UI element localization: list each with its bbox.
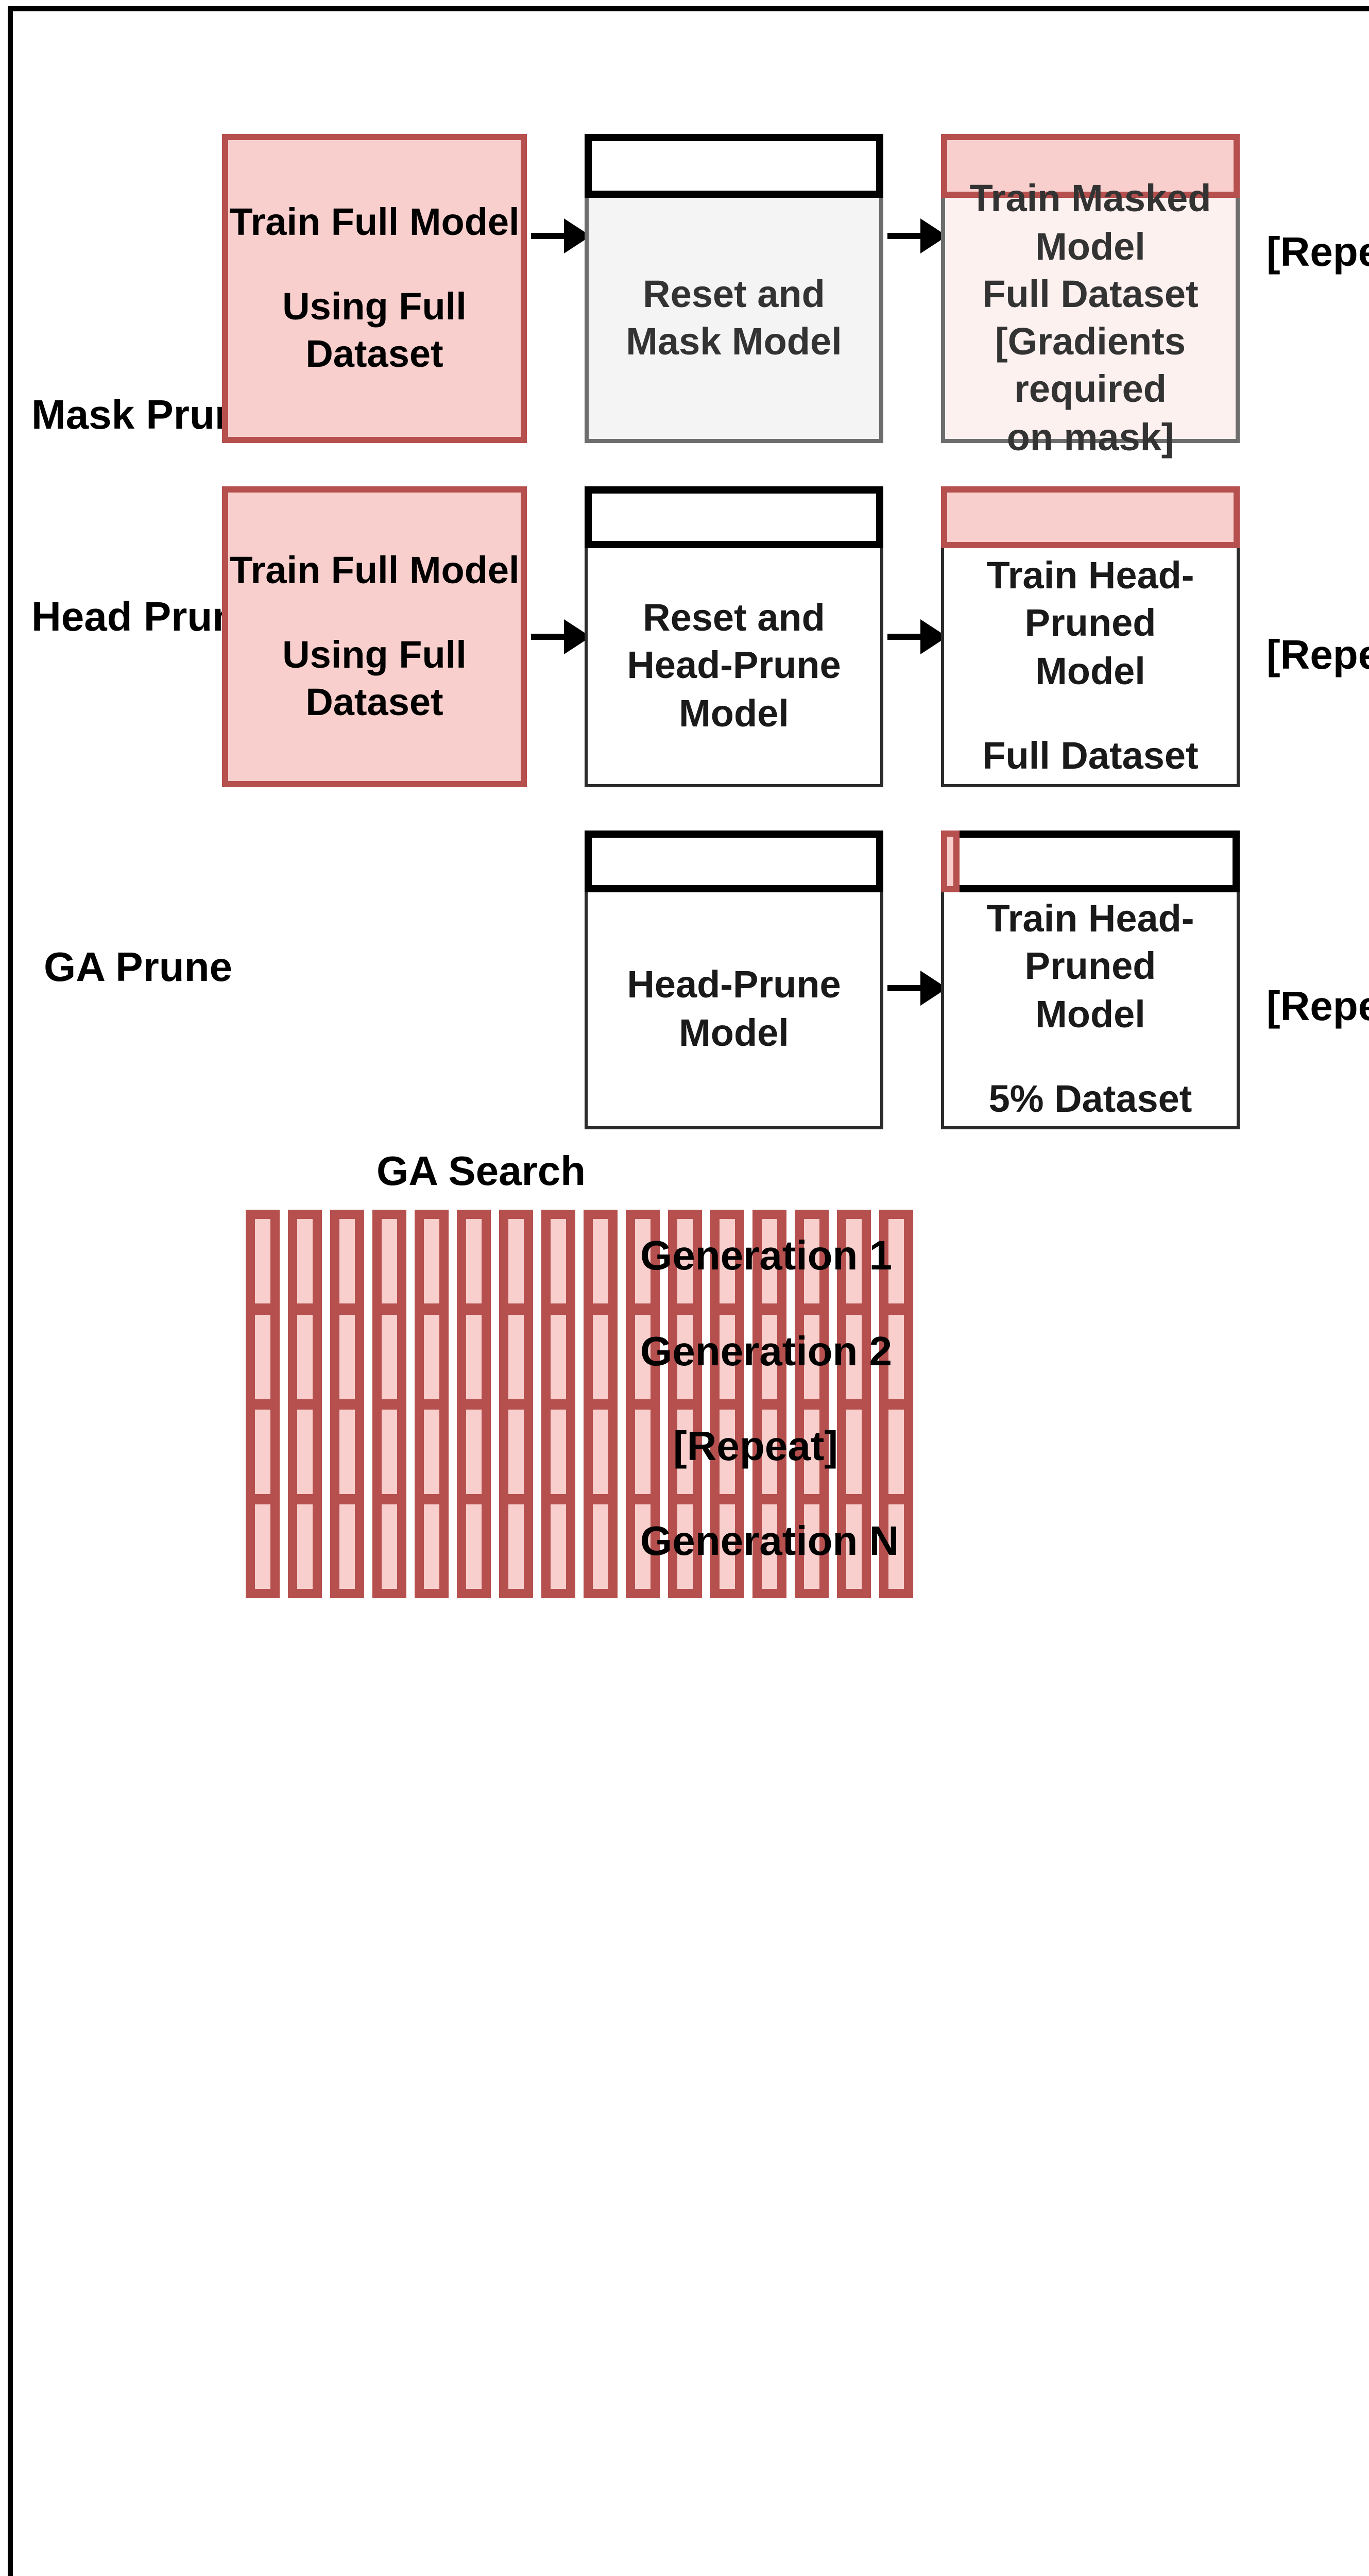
step-train-masked-model[interactable]: Train Masked Model Full Dataset [Gradien… xyxy=(941,134,1240,458)
arrow-step1-to-step2 xyxy=(531,634,589,640)
arrow-step1-to-step2 xyxy=(531,233,589,239)
step-header-bar xyxy=(941,486,1240,548)
ga-candidate-bar xyxy=(584,1306,618,1409)
step-line: Head-Prune Model xyxy=(627,963,841,1054)
ga-candidate-bar xyxy=(752,1400,786,1503)
ga-candidate-bar xyxy=(795,1306,829,1409)
ga-candidate-bar xyxy=(330,1210,364,1313)
ga-candidate-bar xyxy=(541,1306,575,1409)
dataset-fraction-sliver xyxy=(941,831,960,892)
ga-candidate-bar xyxy=(330,1306,364,1409)
ga-candidate-bar xyxy=(541,1400,575,1503)
ga-candidate-bar xyxy=(837,1210,871,1313)
ga-candidate-bar xyxy=(415,1495,449,1598)
ga-candidate-bar xyxy=(752,1306,786,1409)
step-line: Train Head-Pruned xyxy=(986,897,1194,988)
generation-label: Generation 1 xyxy=(640,1233,893,1279)
step-reset-and-head-prune-model[interactable]: Reset and Head-Prune Model xyxy=(585,486,883,787)
ga-candidate-bar xyxy=(415,1306,449,1409)
ga-candidate-bar xyxy=(626,1210,660,1313)
step-line: Model xyxy=(1035,650,1145,692)
ga-candidate-bar xyxy=(710,1306,744,1409)
step-line: Using Full Dataset xyxy=(282,633,467,724)
repeat-label-head-prune: [Repeat] xyxy=(1267,633,1369,678)
step-line: Using Full Dataset xyxy=(282,285,467,376)
step-line: Train Full Model xyxy=(229,200,520,243)
step-header-bar xyxy=(585,486,883,548)
ga-candidate-bar xyxy=(415,1400,449,1503)
step-line: Train Full Model xyxy=(229,549,520,591)
ga-candidate-bar xyxy=(288,1306,322,1409)
ga-candidate-bar xyxy=(457,1210,491,1313)
step-header-bar xyxy=(941,134,1240,198)
row-label-ga-prune: GA Prune xyxy=(44,945,232,990)
ga-candidate-bar xyxy=(415,1210,449,1313)
ga-candidate-bar xyxy=(879,1400,913,1503)
ga-candidate-bar xyxy=(499,1400,533,1503)
step-train-head-pruned-model-5pct[interactable]: Train Head-Pruned Model 5% Dataset xyxy=(941,831,1240,1129)
ga-candidate-bar xyxy=(626,1306,660,1409)
step-header-bar xyxy=(941,831,1240,892)
ga-candidate-bar xyxy=(372,1306,406,1409)
ga-candidate-bar xyxy=(457,1400,491,1503)
step-line: Reset and xyxy=(643,273,825,315)
step-line: Head-Prune Model xyxy=(627,644,841,735)
arrow-step1-to-step2 xyxy=(887,985,945,991)
ga-candidate-bar xyxy=(668,1400,702,1503)
ga-candidate-bar xyxy=(499,1306,533,1409)
ga-candidate-bar xyxy=(246,1210,280,1313)
arrow-step2-to-step3 xyxy=(887,634,945,640)
step-line: Full Dataset xyxy=(982,734,1199,777)
ga-candidate-bar xyxy=(626,1400,660,1503)
step-line: Model xyxy=(1035,993,1145,1035)
ga-candidate-bar xyxy=(457,1306,491,1409)
generation-label: Generation N xyxy=(640,1519,899,1564)
ga-candidate-bar xyxy=(330,1400,364,1503)
step-reset-and-mask-model[interactable]: Reset and Mask Model xyxy=(585,134,883,443)
ga-candidate-bar xyxy=(837,1400,871,1503)
step-head-prune-model[interactable]: Head-Prune Model xyxy=(585,831,883,1129)
ga-candidate-bar xyxy=(584,1495,618,1598)
ga-search-title: GA Search xyxy=(377,1149,586,1194)
ga-candidate-bar xyxy=(541,1210,575,1313)
step-line: Mask Model xyxy=(626,320,842,363)
step-line: on mask] xyxy=(1006,416,1174,458)
ga-candidate-bar xyxy=(499,1210,533,1313)
step-header-bar xyxy=(585,134,883,198)
step-header-bar xyxy=(585,831,883,892)
ga-candidate-bar xyxy=(288,1495,322,1598)
step-line: Train Head-Pruned xyxy=(986,554,1194,645)
ga-candidate-bar xyxy=(372,1400,406,1503)
ga-candidate-bar xyxy=(795,1400,829,1503)
step-train-full-model-head[interactable]: Train Full Model Using Full Dataset xyxy=(222,486,527,787)
arrow-step2-to-step3 xyxy=(887,233,945,239)
ga-candidate-bar xyxy=(288,1210,322,1313)
step-line: 5% Dataset xyxy=(988,1077,1192,1120)
step-line: Train Masked Model xyxy=(969,177,1211,268)
ga-candidate-bar xyxy=(499,1495,533,1598)
ga-candidate-bar xyxy=(288,1400,322,1503)
ga-candidate-bar xyxy=(457,1495,491,1598)
ga-candidate-bar xyxy=(330,1495,364,1598)
ga-candidate-bar xyxy=(584,1400,618,1503)
step-train-head-pruned-model-full[interactable]: Train Head-Pruned Model Full Dataset xyxy=(941,486,1240,787)
generation-label: Generation 2 xyxy=(640,1329,893,1375)
ga-candidate-bar xyxy=(372,1210,406,1313)
ga-candidate-bar xyxy=(584,1210,618,1313)
ga-candidate-bar xyxy=(879,1210,913,1313)
generation-label: [Repeat] xyxy=(673,1424,838,1469)
ga-candidate-bar xyxy=(372,1495,406,1598)
step-train-full-model-mask[interactable]: Train Full Model Using Full Dataset xyxy=(222,134,527,443)
diagram-frame: Mask Prune Train Full Model Using Full D… xyxy=(8,6,1369,2576)
generation-bar-row xyxy=(246,1400,913,1503)
ga-candidate-bar xyxy=(246,1306,280,1409)
ga-candidate-bar xyxy=(246,1400,280,1503)
repeat-label-mask-prune: [Repeat] xyxy=(1267,230,1369,275)
ga-candidate-bar xyxy=(246,1495,280,1598)
step-line: Full Dataset xyxy=(982,273,1199,315)
ga-candidate-bar xyxy=(541,1495,575,1598)
step-line: Reset and xyxy=(643,597,825,639)
step-line: [Gradients required xyxy=(995,320,1186,411)
repeat-label-ga-prune: [Repeat] xyxy=(1267,984,1369,1029)
